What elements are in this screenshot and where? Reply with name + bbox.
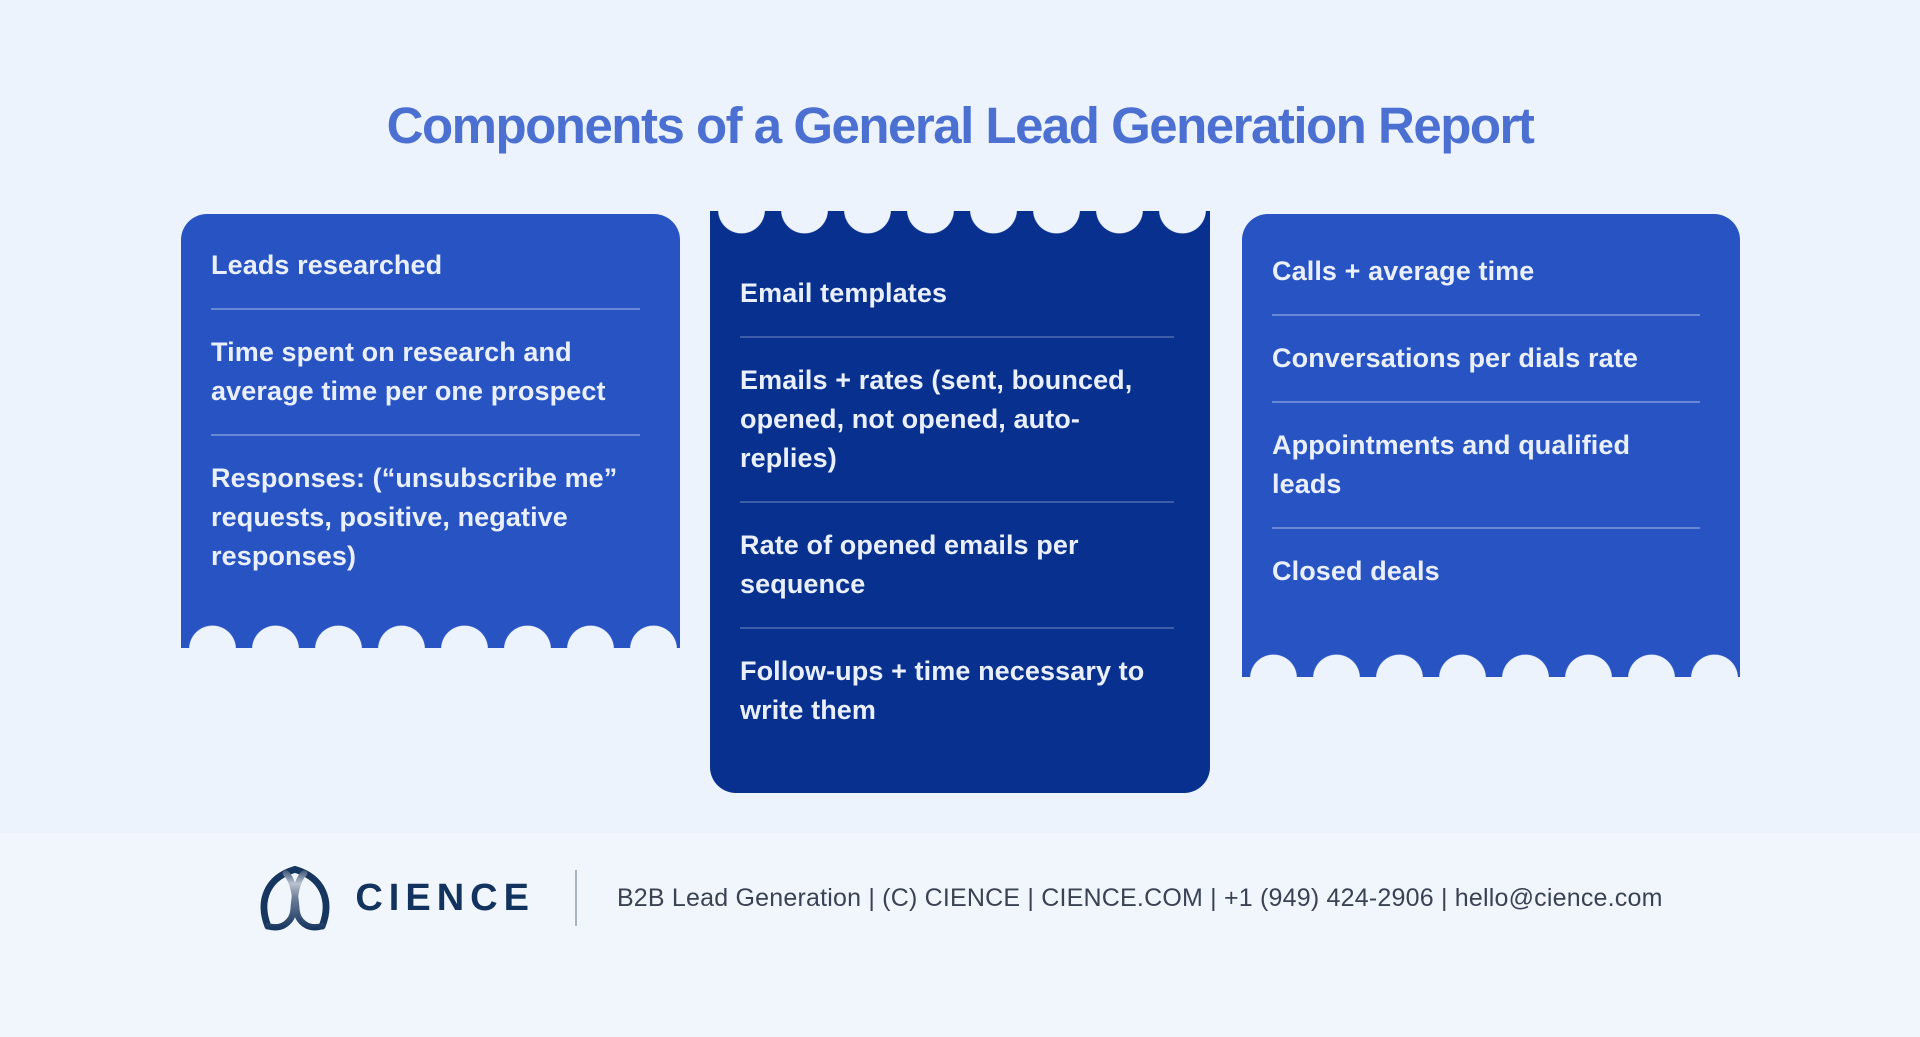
item-divider — [740, 501, 1174, 503]
list-item: Conversations per dials rate — [1272, 343, 1638, 373]
cience-logo-icon — [261, 865, 330, 931]
item-divider — [740, 336, 1174, 338]
brand-wordmark: CIENCE — [355, 876, 535, 919]
footer-divider — [574, 870, 577, 926]
card-email-metrics: Email templates Emails + rates (sent, bo… — [710, 210, 1210, 793]
item-divider — [211, 434, 640, 436]
list-item: Leads researched — [211, 250, 443, 280]
brand: CIENCE — [257, 865, 535, 931]
footer: CIENCE B2B Lead Generation | (C) CIENCE … — [0, 862, 1920, 934]
footer-contact-info: B2B Lead Generation | (C) CIENCE | CIENC… — [616, 883, 1663, 912]
list-item: Follow-ups + time necessary to write the… — [740, 656, 1145, 725]
list-item: Emails + rates (sent, bounced, opened, n… — [740, 365, 1133, 473]
list-item: Responses: (“unsubscribe me” requests, p… — [211, 463, 618, 571]
ticket-scallop-edge — [1242, 653, 1740, 678]
item-divider — [1272, 401, 1700, 403]
item-divider — [211, 308, 640, 310]
item-divider — [1272, 527, 1700, 529]
list-item: Calls + average time — [1272, 256, 1535, 286]
page-title: Components of a General Lead Generation … — [386, 97, 1535, 154]
list-item: Rate of opened emails per sequence — [740, 530, 1079, 599]
list-item: Email templates — [740, 278, 948, 308]
item-divider — [1272, 314, 1700, 316]
card-prospecting-metrics: Leads researched Time spent on research … — [181, 214, 680, 649]
list-item: Closed deals — [1272, 556, 1440, 586]
footer-band-background — [0, 833, 1920, 1037]
ticket-scallop-edge — [181, 624, 680, 649]
ticket-scallop-edge — [710, 210, 1210, 235]
list-item: Appointments and qualified leads — [1272, 430, 1631, 499]
list-item: Time spent on research and average time … — [211, 337, 606, 406]
card-calls-metrics: Calls + average time Conversations per d… — [1242, 214, 1740, 678]
item-divider — [740, 627, 1174, 629]
